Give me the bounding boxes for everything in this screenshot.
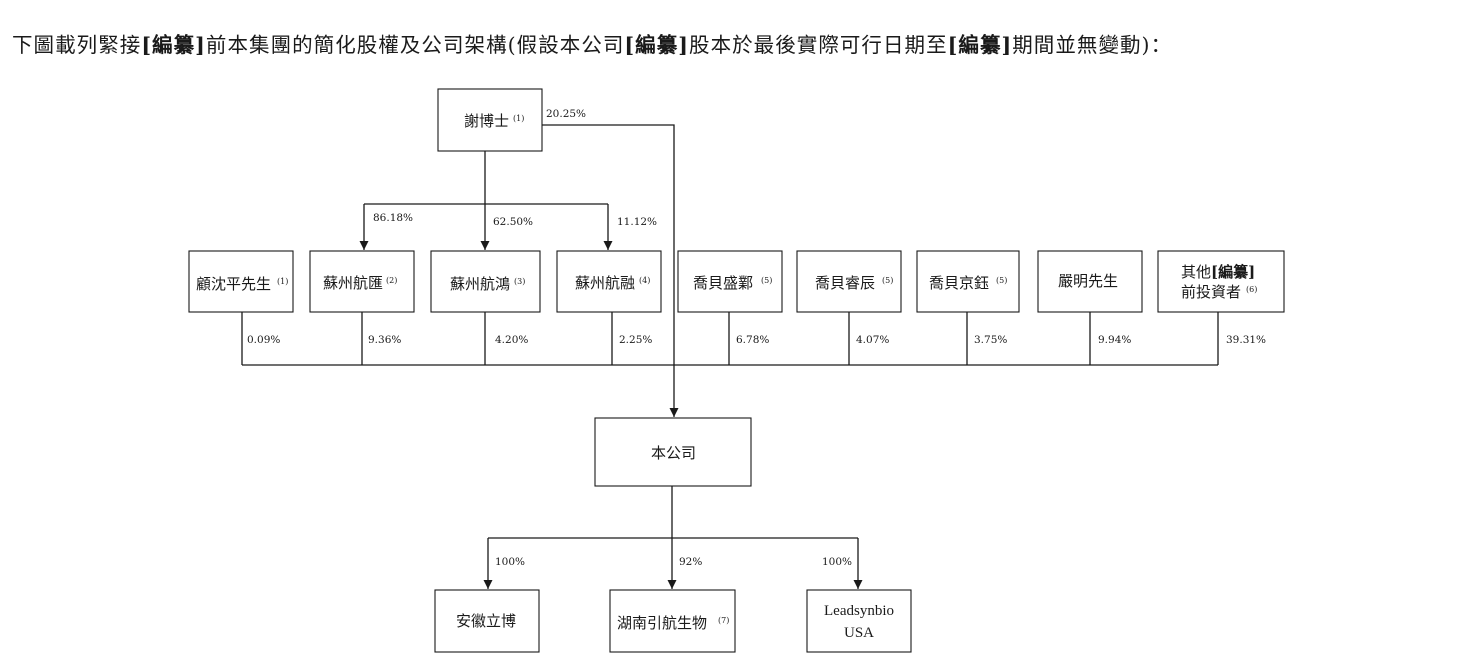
pct-gu: 0.09%: [247, 334, 280, 346]
intro-text-2: 前本集團的簡化股權及公司架構(假設本公司: [205, 33, 625, 57]
top-shareholder-note: (1): [513, 114, 524, 123]
pct-hangrong: 2.25%: [619, 334, 652, 346]
top-shareholder-label: 謝博士: [464, 112, 509, 130]
intro-paragraph: 下圖載列緊接[編纂]前本集團的簡化股權及公司架構(假設本公司[編纂]股本於最後實…: [12, 28, 1477, 58]
shareholder-note-ruichen: (5): [882, 276, 893, 285]
pct-jingyu: 3.75%: [974, 334, 1007, 346]
shareholder-label-gu: 顧沈平先生: [196, 275, 271, 293]
shareholder-note-hanghong: (3): [514, 277, 525, 286]
shareholder-label-jingyu: 喬貝京鈺: [929, 274, 989, 292]
pct-hunan: 92%: [679, 556, 702, 568]
company-node: 本公司: [594, 417, 752, 487]
shareholder-note-shengye: (5): [761, 276, 772, 285]
shareholder-note-gu: (1): [277, 277, 288, 286]
redacted-marker-1: [編纂]: [141, 33, 206, 57]
shareholder-node-jingyu: 喬貝京鈺 (5): [916, 250, 1020, 313]
top-shareholder-node: 謝博士 (1): [437, 88, 543, 152]
shareholder-note-others: (6): [1246, 285, 1257, 294]
shareholder-label-yanming: 嚴明先生: [1058, 272, 1118, 290]
shareholder-node-ruichen: 喬貝睿辰 (5): [796, 250, 902, 313]
pct-shengye: 6.78%: [736, 334, 769, 346]
pct-top-to-company: 20.25%: [546, 108, 586, 120]
pct-hanghong: 4.20%: [495, 334, 528, 346]
subsidiary-label-anhui: 安徽立博: [456, 612, 516, 630]
shareholder-label-ruichen: 喬貝睿辰: [815, 274, 875, 292]
shareholder-label-shengye: 喬貝盛鄴: [693, 274, 753, 292]
shareholder-label-hanghong: 蘇州航鴻: [450, 275, 510, 293]
shareholder-note-hanghui: (2): [386, 276, 397, 285]
intro-text-3: 股本於最後實際可行日期至: [689, 33, 948, 57]
subsidiary-node-usa: Leadsynbio USA: [806, 589, 912, 653]
subsidiary-label-hunan: 湖南引航生物: [617, 614, 707, 632]
shareholder-node-hanghui: 蘇州航匯 (2): [309, 250, 415, 313]
subsidiary-label-usa-line1: Leadsynbio: [824, 603, 894, 619]
pct-top-owns-hanghong: 62.50%: [493, 216, 533, 228]
shareholder-node-hanghong: 蘇州航鴻 (3): [430, 250, 541, 313]
shareholder-node-yanming: 嚴明先生: [1037, 250, 1143, 313]
intro-text-4: 期間並無變動)：: [1012, 33, 1173, 57]
subsidiary-note-hunan: (7): [718, 616, 729, 625]
shareholder-node-gu: 顧沈平先生 (1): [188, 250, 294, 313]
subsidiary-label-usa-line2: USA: [844, 625, 874, 641]
shareholder-node-hangrong: 蘇州航融 (4): [556, 250, 662, 313]
redacted-marker-2: [編纂]: [624, 33, 690, 57]
shareholder-label-hangrong: 蘇州航融: [575, 274, 635, 292]
subsidiary-node-hunan: 湖南引航生物 (7): [609, 589, 736, 653]
intro-text-1: 下圖載列緊接: [12, 33, 142, 57]
pct-yanming: 9.94%: [1098, 334, 1131, 346]
pct-usa: 100%: [822, 556, 852, 568]
shareholder-label-hanghui: 蘇州航匯: [323, 274, 383, 292]
subsidiary-node-anhui: 安徽立博: [434, 589, 540, 653]
pct-others: 39.31%: [1226, 334, 1266, 346]
shareholder-note-hangrong: (4): [639, 276, 650, 285]
pct-ruichen: 4.07%: [856, 334, 889, 346]
shareholder-label-others-line2: 前投資者: [1181, 283, 1241, 301]
connector-top-to-company: [542, 124, 679, 417]
pct-hanghui: 9.36%: [368, 334, 401, 346]
pct-anhui: 100%: [495, 556, 525, 568]
shareholder-node-shengye: 喬貝盛鄴 (5): [677, 250, 783, 313]
shareholder-note-jingyu: (5): [996, 276, 1007, 285]
shareholder-node-others: 其他[編纂] 前投資者 (6): [1157, 250, 1285, 313]
shareholder-label-others-line1: 其他[編纂]: [1181, 263, 1255, 281]
pct-top-owns-hanghui: 86.18%: [373, 212, 413, 224]
redacted-marker-3: [編纂]: [947, 33, 1013, 57]
pct-top-owns-hangrong: 11.12%: [617, 216, 657, 228]
company-label: 本公司: [651, 444, 696, 462]
